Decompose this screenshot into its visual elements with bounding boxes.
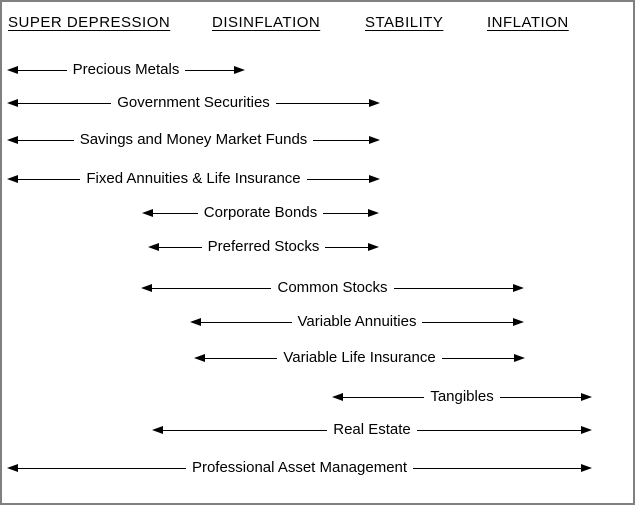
left-arrowhead-icon: [7, 464, 18, 472]
asset-label: Common Stocks: [277, 278, 388, 296]
asset-label: Variable Annuities: [297, 312, 417, 330]
right-arrowhead-icon: [514, 354, 526, 362]
asset-range-row: Variable Life Insurance: [194, 348, 526, 367]
left-arrowhead-icon: [190, 318, 201, 326]
asset-label: Variable Life Insurance: [283, 348, 436, 366]
column-header: SUPER DEPRESSION: [8, 14, 171, 31]
asset-range-row: Common Stocks: [141, 278, 525, 297]
arrow-line-right: [413, 467, 581, 469]
asset-range-row: Tangibles: [332, 387, 593, 406]
asset-range-row: Real Estate: [152, 420, 593, 439]
asset-label: Corporate Bonds: [203, 203, 318, 221]
right-arrowhead-icon: [368, 209, 379, 217]
left-arrowhead-icon: [142, 209, 153, 217]
arrow-line-left: [153, 212, 198, 214]
arrow-line-left: [201, 321, 292, 323]
column-header: STABILITY: [365, 14, 444, 31]
left-arrowhead-icon: [148, 243, 159, 251]
left-arrowhead-icon: [194, 354, 205, 362]
left-arrowhead-icon: [7, 99, 18, 107]
arrow-line-right: [306, 178, 370, 180]
arrow-line-right: [275, 102, 370, 104]
arrow-line-right: [393, 287, 514, 289]
arrow-line-right: [441, 357, 515, 359]
arrow-line-left: [343, 396, 425, 398]
arrow-line-left: [18, 69, 67, 71]
column-header: DISINFLATION: [212, 14, 321, 31]
arrow-line-right: [313, 139, 369, 141]
asset-label: Preferred Stocks: [207, 237, 320, 255]
right-arrowhead-icon: [581, 393, 593, 401]
right-arrowhead-icon: [581, 464, 592, 472]
left-arrowhead-icon: [7, 175, 18, 183]
column-header: INFLATION: [487, 14, 569, 31]
asset-range-row: Variable Annuities: [190, 313, 524, 331]
arrow-line-left: [18, 467, 186, 469]
arrow-line-left: [205, 357, 278, 359]
asset-range-row: Corporate Bonds: [142, 204, 379, 222]
arrow-line-right: [416, 429, 582, 431]
right-arrowhead-icon: [581, 426, 593, 434]
right-arrowhead-icon: [369, 175, 381, 183]
arrow-line-left: [18, 139, 74, 141]
arrow-line-right: [422, 321, 513, 323]
arrow-line-left: [18, 178, 81, 180]
arrow-line-left: [152, 287, 272, 289]
arrow-line-left: [159, 246, 202, 248]
asset-range-row: Precious Metals: [7, 61, 245, 79]
asset-range-row: Savings and Money Market Funds: [7, 131, 380, 149]
left-arrowhead-icon: [7, 66, 18, 74]
asset-range-row: Government Securities: [7, 93, 381, 112]
left-arrowhead-icon: [141, 284, 152, 292]
arrow-line-right: [323, 212, 368, 214]
arrow-line-left: [18, 102, 112, 104]
asset-label: Professional Asset Management: [191, 458, 408, 476]
asset-label: Real Estate: [333, 420, 411, 438]
left-arrowhead-icon: [332, 393, 343, 401]
asset-range-row: Fixed Annuities & Life Insurance: [7, 169, 381, 188]
asset-range-row: Professional Asset Management: [7, 459, 592, 477]
arrow-line-right: [499, 396, 582, 398]
asset-label: Savings and Money Market Funds: [79, 130, 308, 148]
left-arrowhead-icon: [152, 426, 163, 434]
right-arrowhead-icon: [513, 284, 525, 292]
asset-label: Precious Metals: [72, 60, 180, 78]
asset-label: Tangibles: [430, 387, 494, 405]
asset-label: Government Securities: [117, 93, 270, 111]
arrow-line-left: [163, 429, 328, 431]
arrow-line-right: [185, 69, 234, 71]
left-arrowhead-icon: [7, 136, 18, 144]
right-arrowhead-icon: [369, 136, 380, 144]
asset-range-row: Preferred Stocks: [148, 238, 379, 256]
right-arrowhead-icon: [513, 318, 524, 326]
right-arrowhead-icon: [369, 99, 381, 107]
arrow-line-right: [325, 246, 368, 248]
asset-label: Fixed Annuities & Life Insurance: [86, 169, 301, 187]
right-arrowhead-icon: [234, 66, 245, 74]
right-arrowhead-icon: [368, 243, 379, 251]
